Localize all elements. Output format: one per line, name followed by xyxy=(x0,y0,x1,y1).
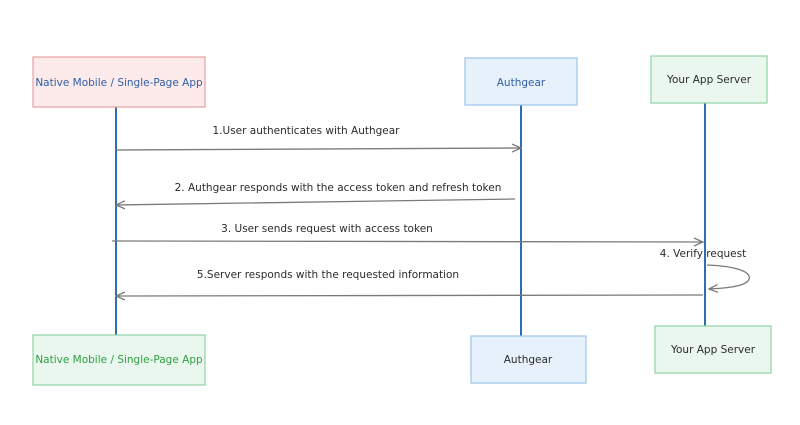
actor-box-client-top: Native Mobile / Single-Page App xyxy=(32,56,206,108)
message-4: 4. Verify request xyxy=(660,248,751,289)
message-2: 2. Authgear responds with the access tok… xyxy=(116,182,516,205)
actor-authgear-top-label: Authgear xyxy=(497,77,546,89)
actor-box-authgear-bottom: Authgear xyxy=(470,335,587,384)
message-1-arrow xyxy=(115,148,521,150)
message-5: 5.Server responds with the requested inf… xyxy=(116,269,704,296)
actor-authgear-bottom-label: Authgear xyxy=(504,354,553,366)
actor-box-server-top: Your App Server xyxy=(650,55,768,104)
message-3: 3. User sends request with access token xyxy=(111,223,703,242)
actor-server-bottom-label: Your App Server xyxy=(670,344,756,356)
actor-box-server-bottom: Your App Server xyxy=(654,325,772,374)
actor-client-top-label: Native Mobile / Single-Page App xyxy=(35,77,203,89)
message-5-arrow xyxy=(116,295,704,296)
message-5-label: 5.Server responds with the requested inf… xyxy=(197,269,459,281)
message-4-arrow xyxy=(706,264,751,289)
actor-box-authgear-top: Authgear xyxy=(464,57,578,106)
actor-client-bottom-label: Native Mobile / Single-Page App xyxy=(35,354,203,366)
message-3-label: 3. User sends request with access token xyxy=(221,223,433,235)
message-3-arrow xyxy=(111,241,703,242)
actor-box-client-bottom: Native Mobile / Single-Page App xyxy=(32,334,206,386)
message-4-label: 4. Verify request xyxy=(660,248,746,260)
message-1: 1.User authenticates with Authgear xyxy=(115,125,521,150)
message-2-label: 2. Authgear responds with the access tok… xyxy=(175,182,502,194)
message-1-label: 1.User authenticates with Authgear xyxy=(213,125,401,137)
actor-server-top-label: Your App Server xyxy=(666,74,752,86)
message-2-arrow xyxy=(116,198,516,205)
